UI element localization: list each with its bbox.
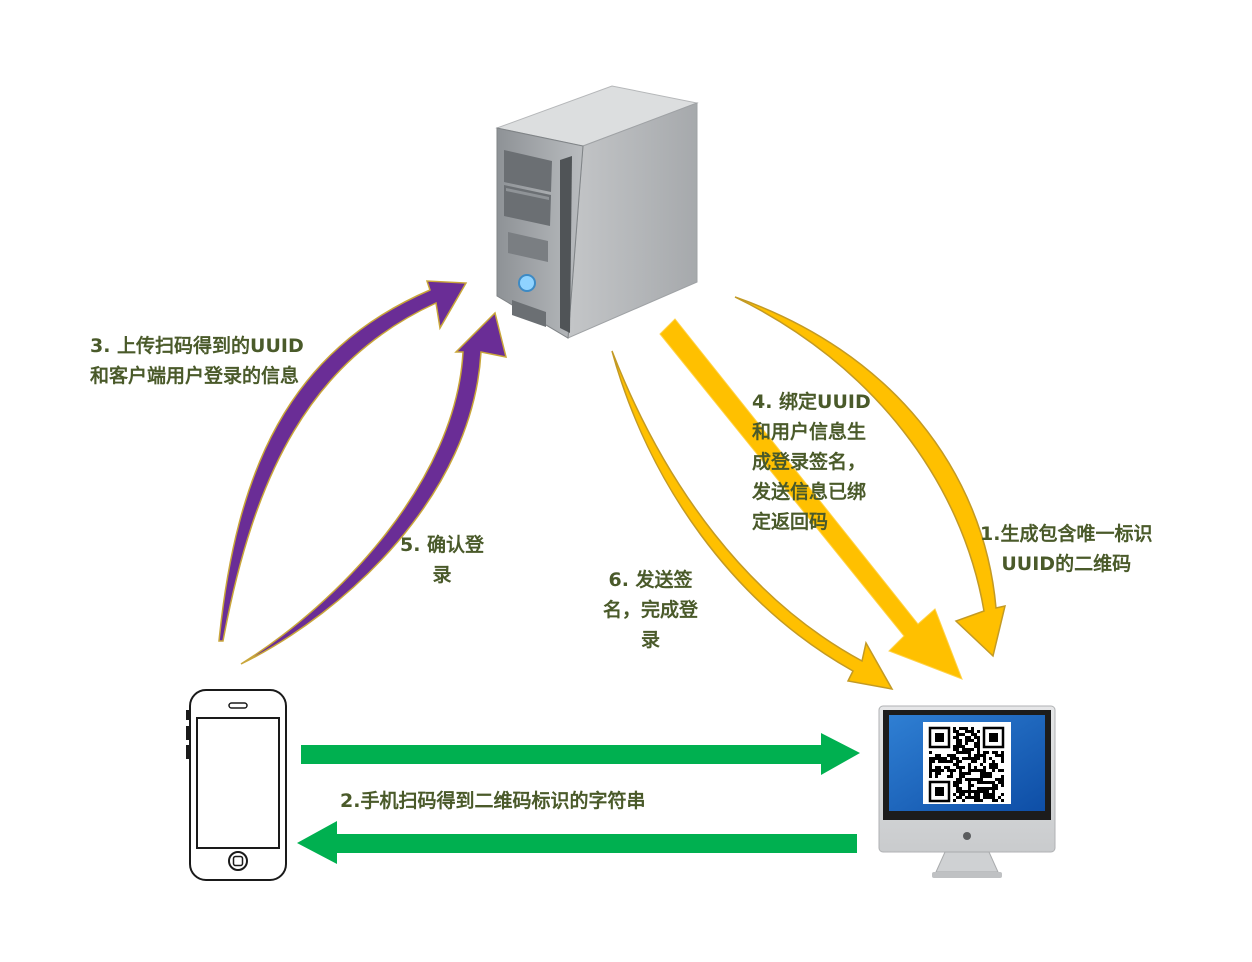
label-step4-line5: 定返回码 (752, 511, 829, 533)
label-step4-line3: 成登录签名， (752, 451, 867, 473)
label-step2: 2.手机扫码得到二维码标识的字符串 (340, 786, 645, 816)
arrow-step2-to-desktop (301, 733, 860, 775)
label-step3-line1: 3. 上传扫码得到的UUID (90, 335, 304, 357)
label-step3-line2: 和客户端用户登录的信息 (90, 365, 300, 387)
label-step4: 4. 绑定UUID 和用户信息生 成登录签名， 发送信息已绑 定返回码 (752, 387, 871, 537)
label-step3: 3. 上传扫码得到的UUID 和客户端用户登录的信息 (90, 331, 304, 391)
label-step5: 5. 确认登 录 (400, 530, 484, 590)
label-step6: 6. 发送签 名，完成登 录 (603, 565, 698, 655)
label-step5-line2: 录 (432, 564, 452, 586)
arrow-step1-yellow (734, 296, 1007, 658)
label-step1-line2: UUID的二维码 (1001, 553, 1132, 575)
qr-code-icon (923, 722, 1011, 804)
label-step6-line3: 录 (641, 629, 661, 651)
arrow-step4-yellow (659, 318, 963, 680)
label-step2-line1: 2.手机扫码得到二维码标识的字符串 (340, 790, 646, 812)
label-step4-line4: 发送信息已绑 (752, 481, 867, 503)
label-step6-line2: 名，完成登 (603, 599, 699, 621)
server-tower-icon (495, 85, 699, 339)
smartphone-icon (186, 689, 287, 881)
arrow-step3-purple (218, 280, 468, 642)
label-step5-line1: 5. 确认登 (400, 534, 485, 556)
label-step1: 1.生成包含唯一标识 UUID的二维码 (980, 519, 1152, 579)
arrow-step6-yellow (611, 350, 894, 691)
label-step4-line1: 4. 绑定UUID (752, 391, 871, 413)
arrow-step5-purple (240, 311, 508, 665)
label-step4-line2: 和用户信息生 (752, 421, 867, 443)
arrow-step2-to-phone (297, 821, 857, 864)
label-step6-line1: 6. 发送签 (608, 569, 693, 591)
label-step1-line1: 1.生成包含唯一标识 (980, 523, 1153, 545)
